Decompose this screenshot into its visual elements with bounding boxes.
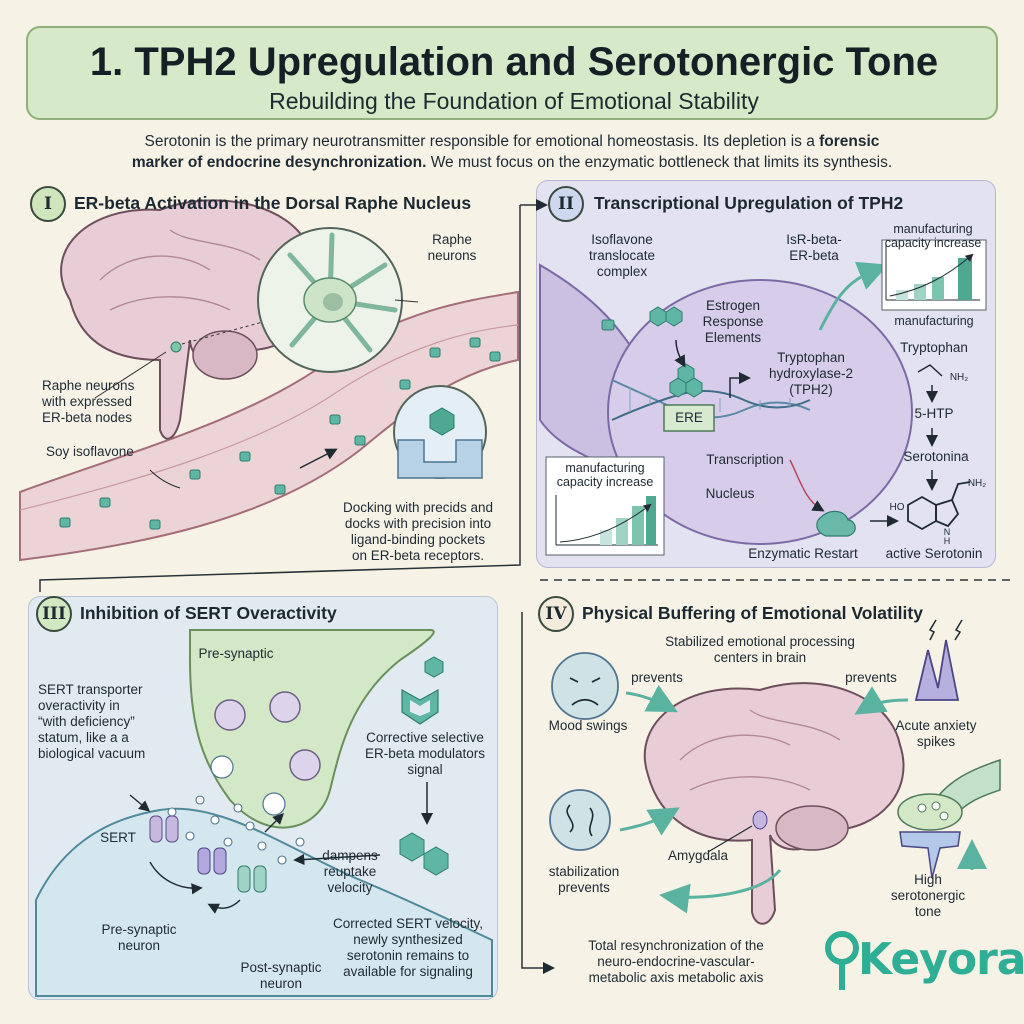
label-enzymatic-restart: Enzymatic Restart <box>748 546 858 561</box>
blood-vessel <box>19 290 519 562</box>
presynaptic-terminal <box>189 629 435 829</box>
brain-emotional <box>643 682 905 925</box>
intro-text-b: We must focus on the enzymatic bottlenec… <box>426 154 893 171</box>
label-mood-swings: Mood swings <box>548 718 628 733</box>
label-isr-beta: IsR-beta- ER-beta <box>786 232 842 263</box>
anxiety-spikes-icon <box>914 639 960 701</box>
label-high-tone: High serotonergic tone <box>890 872 966 919</box>
label-manufacturing-top: manufacturing capacity increase <box>884 222 982 250</box>
ere-box <box>663 404 715 432</box>
keyora-logo-mark <box>825 931 859 990</box>
label-raphe-expressed: Raphe neurons with expressed ER-beta nod… <box>42 378 135 425</box>
label-sert-overactivity: SERT transporter overactivity in “with d… <box>38 682 146 761</box>
label-resync: Total resynchronization of the neuro-end… <box>588 938 764 985</box>
label-prevents-right: prevents <box>845 670 897 685</box>
label-nucleus: Nucleus <box>705 486 755 501</box>
intro-text-a: Serotonin is the primary neurotransmitte… <box>144 133 820 150</box>
panel1-title: ER-beta Activation in the Dorsal Raphe N… <box>74 193 472 213</box>
label-sert: SERT <box>100 830 136 845</box>
cerebellum <box>192 330 258 380</box>
label-active-serotonin: active Serotonin <box>885 546 983 561</box>
serotonin-structure <box>907 495 937 531</box>
label-transcription: Transcription <box>706 452 784 467</box>
label-manufacturing-box: manufacturing capacity increase <box>556 461 654 489</box>
label-nh2-tryptophan: NH₂ <box>949 372 969 383</box>
label-tph2: Tryptophan hydroxylase-2 (TPH2) <box>768 350 854 397</box>
keyora-logo: Keyora <box>858 934 1024 985</box>
label-postsynaptic-neuron: Post-synaptic neuron <box>240 960 322 991</box>
amygdala-marker <box>752 810 768 830</box>
badge-panel4: IV <box>538 596 574 632</box>
panel2-illustration <box>539 239 987 556</box>
panel4-illustration <box>549 619 1001 925</box>
intro-bold-a: forensic <box>819 133 880 150</box>
isoflavone-particles <box>59 337 501 530</box>
label-anxiety-spikes: Acute anxiety spikes <box>895 718 977 749</box>
title-banner: 1. TPH2 Upregulation and Serotonergic To… <box>26 26 998 120</box>
label-nh-ring: N H <box>943 527 951 546</box>
label-nh2-serotonin: NH₂ <box>967 478 987 489</box>
panel3-title: Inhibition of SERT Overactivity <box>80 603 337 623</box>
panel3-illustration <box>35 629 493 997</box>
sad-face-icon <box>551 652 619 720</box>
label-soy-isoflavone: Soy isoflavone <box>46 444 134 459</box>
label-stabilized-centers: Stabilized emotional processing centers … <box>665 634 855 665</box>
label-corrected-velocity: Corrected SERT velocity, newly synthesiz… <box>332 916 484 979</box>
label-docking: Docking with precids and docks with prec… <box>342 500 494 563</box>
label-estrogen-elements: Estrogen Response Elements <box>702 298 764 345</box>
page-subtitle: Rebuilding the Foundation of Emotional S… <box>269 88 759 114</box>
intro-paragraph: Serotonin is the primary neurotransmitte… <box>40 131 984 173</box>
postsynaptic-membrane <box>35 807 493 997</box>
label-presynaptic-neuron: Pre-synaptic neuron <box>101 922 177 953</box>
label-prevents-left: prevents <box>631 670 683 685</box>
panel4-title: Physical Buffering of Emotional Volatili… <box>582 603 923 623</box>
connector-line-3 <box>521 612 555 974</box>
label-ho: HO <box>889 502 905 513</box>
label-isoflavone-complex: Isoflavone translocate complex <box>588 232 656 279</box>
panel2-title: Transcriptional Upregulation of TPH2 <box>594 193 904 213</box>
label-amygdala: Amygdala <box>667 848 729 863</box>
label-raphe-neurons: Raphe neurons <box>427 232 477 263</box>
label-corrective-signal: Corrective selective ER-beta modulators … <box>364 730 486 777</box>
nucleus <box>607 279 913 545</box>
enzyme-icon <box>816 510 856 537</box>
badge-panel1: I <box>30 186 66 222</box>
badge-panel2: II <box>548 186 584 222</box>
intro-bold-b: marker of endocrine desynchronization. <box>131 154 427 171</box>
connector-line-1 <box>39 205 521 592</box>
page-title: 1. TPH2 Upregulation and Serotonergic To… <box>89 40 939 84</box>
label-manufacturing-bottom: manufacturing <box>894 314 974 328</box>
label-5htp: 5-HTP <box>914 406 954 421</box>
label-ere: ERE <box>675 410 703 425</box>
sert-transporters <box>149 815 267 893</box>
label-stabilization-prevents: stabilization prevents <box>548 864 620 895</box>
label-serotonina: Serotonina <box>903 449 969 464</box>
badge-panel3: III <box>36 596 72 632</box>
label-tryptophan: Tryptophan <box>900 340 968 355</box>
panel1-illustration <box>19 199 519 562</box>
label-dampens: dampens reuptake velocity <box>322 848 378 895</box>
stabilization-icon <box>549 789 611 851</box>
label-presynaptic-top: Pre-synaptic <box>198 646 274 661</box>
